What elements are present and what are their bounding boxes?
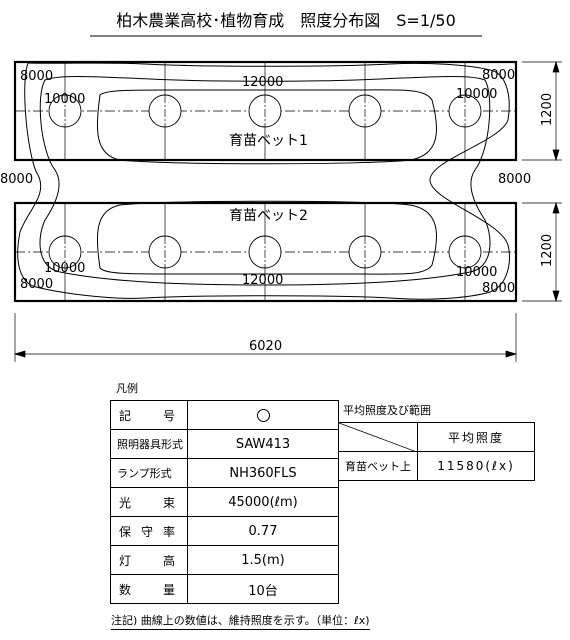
height-dimension xyxy=(522,60,562,303)
legend-value: 45000(ℓm) xyxy=(187,487,339,517)
legend-value: SAW413 xyxy=(187,429,339,459)
legend-key: 記号 xyxy=(110,400,188,430)
contour-label: 8000 xyxy=(482,68,515,83)
contour-label: 12000 xyxy=(242,273,283,288)
legend-key: 数量 xyxy=(110,574,188,604)
contour-12000-bed-1 xyxy=(96,89,437,165)
bed-2-depth-label: 1200 xyxy=(540,234,555,267)
legend-key: 光束 xyxy=(110,487,188,517)
legend-row: 記号 xyxy=(110,400,339,430)
legend-key: 照明器具形式 xyxy=(110,429,188,459)
bed-1-label: 育苗ベット1 xyxy=(229,133,308,149)
legend-value: 0.77 xyxy=(187,516,339,546)
legend-table: 記号 照明器具形式 SAW413 ランプ形式 NH360FLS 光束 45000… xyxy=(110,400,339,604)
legend-value xyxy=(187,400,339,430)
contour-label: 10000 xyxy=(456,87,497,102)
contour-label: 10000 xyxy=(44,261,85,276)
average-row-value: 11580(ℓx) xyxy=(417,451,535,481)
legend-value: NH360FLS xyxy=(187,458,339,488)
diagonal-cell xyxy=(338,422,418,452)
legend-key: 保守率 xyxy=(110,516,188,546)
contour-label: 8000 xyxy=(20,69,53,84)
luminaire-symbol-icon xyxy=(256,408,270,422)
contour-label: 8000 xyxy=(20,277,53,292)
average-row: 育苗ベット上 11580(ℓx) xyxy=(338,451,535,481)
legend-row: 光束 45000(ℓm) xyxy=(110,487,339,517)
bed-1-depth-label: 1200 xyxy=(540,93,555,126)
contour-10000-inner xyxy=(39,75,491,286)
contour-12000-bed-2 xyxy=(96,200,437,275)
legend-row: ランプ形式 NH360FLS xyxy=(110,458,339,488)
legend-caption: 凡例 xyxy=(116,382,138,395)
width-dimension-label: 6020 xyxy=(249,339,282,354)
legend-value: 10台 xyxy=(187,574,339,604)
average-row-label: 育苗ベット上 xyxy=(338,451,418,481)
legend-row: 灯高 1.5(m) xyxy=(110,545,339,575)
contour-label: 8000 xyxy=(0,172,33,187)
footnote: 注記) 曲線上の数値は、維持照度を示す。（単位：ℓx) xyxy=(111,612,370,630)
legend-row: 保守率 0.77 xyxy=(110,516,339,546)
width-dimension xyxy=(13,313,518,362)
contour-label: 10000 xyxy=(44,92,85,107)
page-title: 柏木農業高校･植物育成 照度分布図 S=1/50 xyxy=(116,11,456,30)
legend-key: ランプ形式 xyxy=(110,458,188,488)
contour-label: 12000 xyxy=(242,75,283,90)
average-header-row: 平均照度 xyxy=(338,422,535,452)
average-caption: 平均照度及び範囲 xyxy=(343,404,431,417)
legend-value: 1.5(m) xyxy=(187,545,339,575)
average-header: 平均照度 xyxy=(417,422,535,452)
contour-label: 8000 xyxy=(498,172,531,187)
contour-label: 8000 xyxy=(482,281,515,296)
legend-row: 照明器具形式 SAW413 xyxy=(110,429,339,459)
contour-label: 10000 xyxy=(456,265,497,280)
average-table: 平均照度 育苗ベット上 11580(ℓx) xyxy=(338,422,535,481)
contour-8000-outer xyxy=(17,62,510,300)
bed-2-label: 育苗ベット2 xyxy=(229,208,308,224)
legend-row: 数量 10台 xyxy=(110,574,339,604)
legend-key: 灯高 xyxy=(110,545,188,575)
